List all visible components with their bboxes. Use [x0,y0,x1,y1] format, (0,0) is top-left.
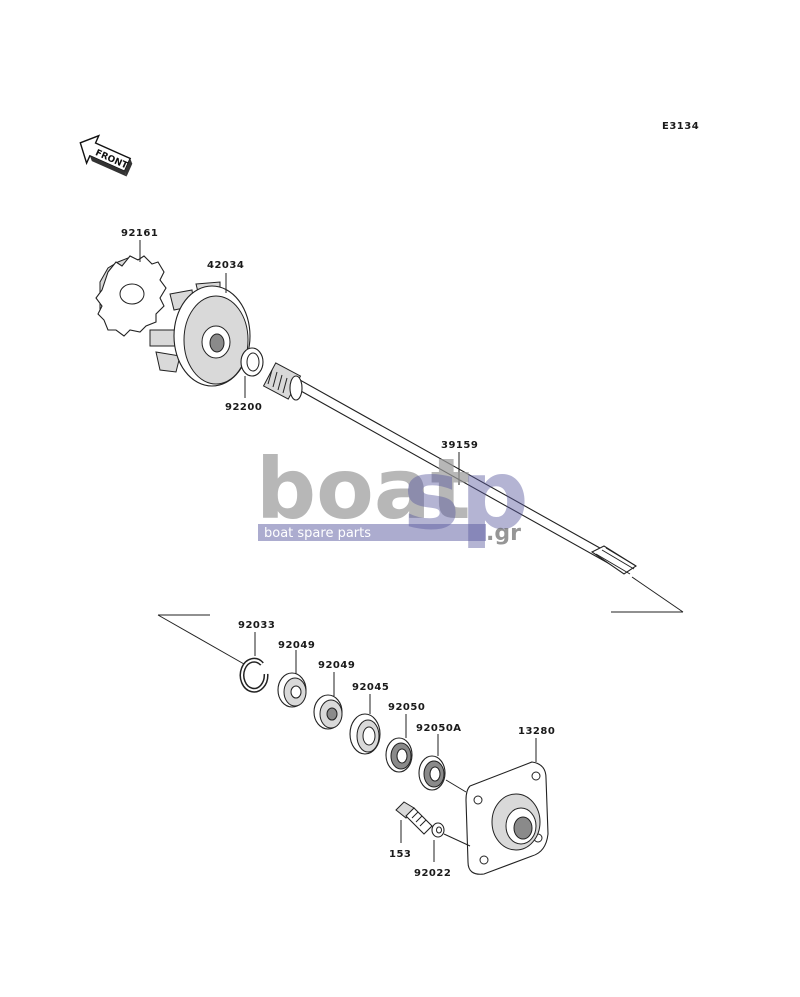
diagram-code: E3134 [662,121,699,132]
part-impeller-42034 [149,281,251,387]
label-92033: 92033 [238,620,275,631]
watermark-brand-main: boat [256,440,471,538]
part-damper-92161 [95,255,167,337]
watermark-tagline: boat spare parts [264,526,371,541]
part-washer-92200 [240,347,264,377]
part-bolt-153 [395,801,433,835]
label-92161: 92161 [121,228,158,239]
label-39159: 39159 [441,440,478,451]
label-92049-a: 92049 [278,640,315,651]
part-seal-92050a [418,755,446,791]
label-92049-b: 92049 [318,660,355,671]
label-92200: 92200 [225,402,262,413]
part-washer-92022 [431,822,445,838]
guide-line [157,614,245,665]
label-92050: 92050 [388,702,425,713]
part-washer-92049-a [277,672,307,708]
part-seal-92050 [385,737,413,773]
label-92022: 92022 [414,868,451,879]
watermark-brand-tld: .gr [486,521,521,546]
label-92045: 92045 [352,682,389,693]
guide-line [631,576,684,613]
front-arrow-icon: FRONT [79,134,133,177]
watermark-logo: boat sp .gr boat spare parts [256,439,529,551]
part-bearing-92045 [349,713,381,755]
part-driveshaft-39159 [262,362,638,575]
part-circlip-92033 [239,657,269,693]
label-42034: 42034 [207,260,244,271]
label-13280: 13280 [518,726,555,737]
label-92050a: 92050A [416,723,462,734]
part-washer-92049-b [313,694,343,730]
part-housing-13280 [465,761,549,875]
label-153: 153 [389,849,411,860]
